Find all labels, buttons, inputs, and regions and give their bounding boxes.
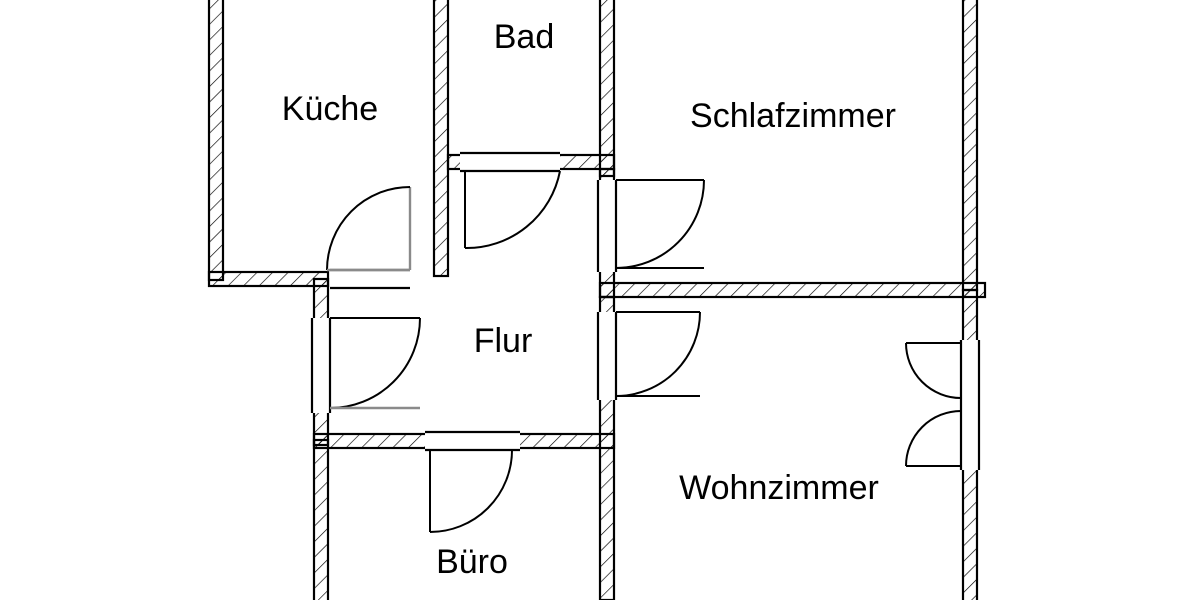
wall-kueche-south	[207, 270, 330, 288]
opening-schlafzimmer	[598, 180, 616, 272]
room-label-group: Küche Bad Schlafzimmer Flur Wohnzimmer B…	[282, 18, 896, 581]
door-flur-west	[329, 317, 421, 410]
door-balcony-double	[905, 342, 962, 467]
wall-exterior-west-upper	[207, 0, 225, 282]
opening-threshold-group	[310, 151, 981, 470]
room-label-kueche: Küche	[282, 90, 378, 128]
room-label-flur: Flur	[474, 322, 533, 360]
wall-buero-west	[312, 438, 330, 600]
wall-exterior-east-wohn-bottom	[961, 466, 979, 600]
door-opening-group	[312, 153, 979, 470]
wall-schlafzimmer-south	[598, 281, 987, 299]
door-swing-group	[326, 170, 962, 533]
door-kueche	[326, 186, 412, 272]
wall-bad-schlafzimmer	[598, 0, 616, 178]
opening-bad	[460, 153, 560, 171]
wall-exterior-east-wohn-top	[961, 288, 979, 345]
door-buero	[429, 449, 513, 533]
room-label-schlafzimmer: Schlafzimmer	[690, 97, 896, 135]
wall-kueche-bad	[432, 0, 450, 278]
opening-balcony	[961, 340, 979, 470]
opening-flur-west	[312, 318, 330, 413]
opening-buero	[425, 432, 520, 450]
room-label-wohnzimmer: Wohnzimmer	[679, 469, 879, 507]
door-wohnzimmer	[615, 311, 701, 397]
door-bad	[464, 170, 561, 250]
room-label-buero: Büro	[436, 543, 508, 581]
opening-wohnzimmer	[598, 312, 616, 400]
wall-exterior-east-upper	[961, 0, 979, 292]
door-schlafzimmer	[615, 179, 705, 269]
opening-kueche	[330, 270, 410, 288]
room-label-bad: Bad	[494, 18, 555, 56]
